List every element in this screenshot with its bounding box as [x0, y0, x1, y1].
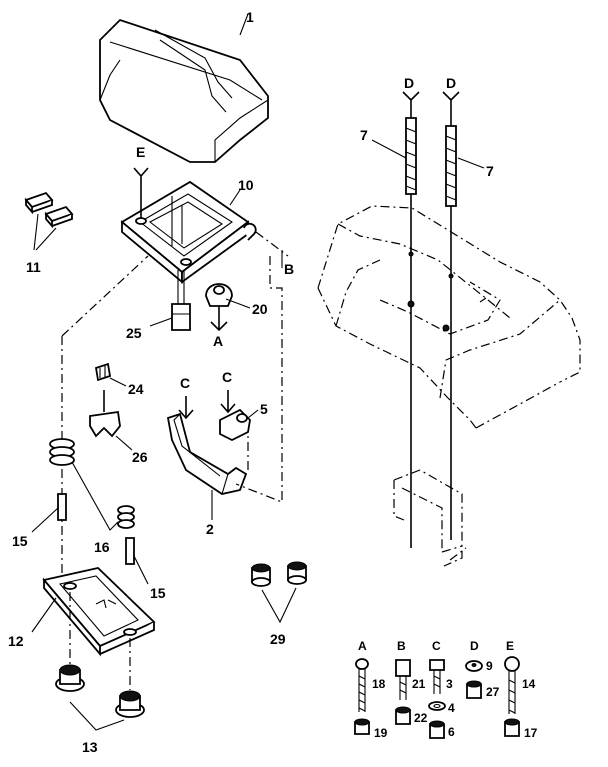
callout-6: 6	[448, 725, 455, 739]
nut-24-part	[94, 362, 112, 382]
ref-B-side: B	[284, 261, 294, 277]
ref-C-left: C	[180, 375, 190, 391]
nut-27-part	[466, 680, 482, 699]
callout-16: 16	[94, 539, 110, 555]
bushing-13-left-part	[55, 664, 85, 692]
stud-14-part	[504, 656, 520, 714]
callout-9: 9	[486, 659, 493, 673]
callout-2: 2	[206, 521, 214, 537]
callout-10: 10	[238, 177, 254, 193]
bolt-21-part	[395, 659, 411, 700]
callout-15-right: 15	[150, 585, 166, 601]
u-bracket-part	[166, 412, 248, 495]
callout-15-left: 15	[12, 533, 28, 549]
bushing-13-right-part	[115, 690, 145, 718]
grommet-29-left-part	[251, 563, 271, 587]
legend-header-D: D	[470, 639, 479, 653]
legend-header-A: A	[358, 639, 367, 653]
callout-25: 25	[126, 325, 142, 341]
callout-1: 1	[246, 9, 254, 25]
callout-5: 5	[260, 401, 268, 417]
callout-3: 3	[446, 677, 453, 691]
hardware-legend: A B C D E 18 19 21 22	[354, 639, 538, 740]
callout-26: 26	[132, 449, 148, 465]
callout-12: 12	[8, 633, 24, 649]
callout-21: 21	[412, 677, 426, 691]
callout-20: 20	[252, 301, 268, 317]
clamp-part	[205, 283, 233, 307]
cover-part	[99, 18, 269, 163]
ref-A-arrow: A	[213, 333, 223, 349]
nut-17-part	[504, 718, 520, 737]
spring-16-large-part	[49, 438, 75, 466]
callout-11: 11	[26, 259, 41, 275]
callout-4: 4	[448, 701, 455, 715]
nut-19-part	[354, 718, 370, 735]
legend-header-E: E	[506, 639, 514, 653]
base-plate-part	[42, 567, 156, 657]
ref-C-right: C	[222, 369, 232, 385]
ref-D-left: D	[404, 75, 414, 91]
nut-6-part	[429, 720, 445, 739]
callout-13: 13	[82, 739, 98, 755]
fork-26-part	[89, 390, 121, 438]
shift-rod-7-left-part	[405, 117, 417, 548]
screw-18-part	[355, 658, 369, 712]
bracket-clamp-part	[219, 408, 251, 442]
callout-7-right: 7	[486, 163, 494, 179]
washer-4-part	[428, 701, 446, 711]
nut-22-part	[395, 706, 411, 725]
console-phantom-outline	[317, 205, 581, 429]
callout-18: 18	[372, 677, 386, 691]
pin-15-left-part	[57, 493, 67, 521]
washer-9-part	[465, 660, 483, 672]
callout-7-left: 7	[360, 127, 368, 143]
spring-16-small-part	[117, 505, 135, 529]
lower-bracket-phantom	[393, 469, 467, 567]
ref-E-top: E	[136, 144, 145, 160]
shift-rod-7-right-part	[442, 125, 457, 540]
callout-22: 22	[414, 711, 428, 725]
bolt-25-part	[171, 270, 191, 331]
callout-29: 29	[270, 631, 286, 647]
ref-D-right: D	[446, 75, 456, 91]
callout-19: 19	[374, 726, 388, 740]
callout-17: 17	[524, 726, 538, 740]
legend-header-C: C	[432, 639, 441, 653]
callout-14: 14	[522, 677, 536, 691]
callout-27: 27	[486, 685, 500, 699]
callout-24: 24	[128, 381, 144, 397]
pad-blocks-part	[24, 191, 74, 229]
bolt-3-part	[429, 659, 445, 694]
legend-header-B: B	[397, 639, 406, 653]
pin-15-right-part	[125, 537, 135, 565]
grommet-29-right-part	[287, 561, 307, 585]
